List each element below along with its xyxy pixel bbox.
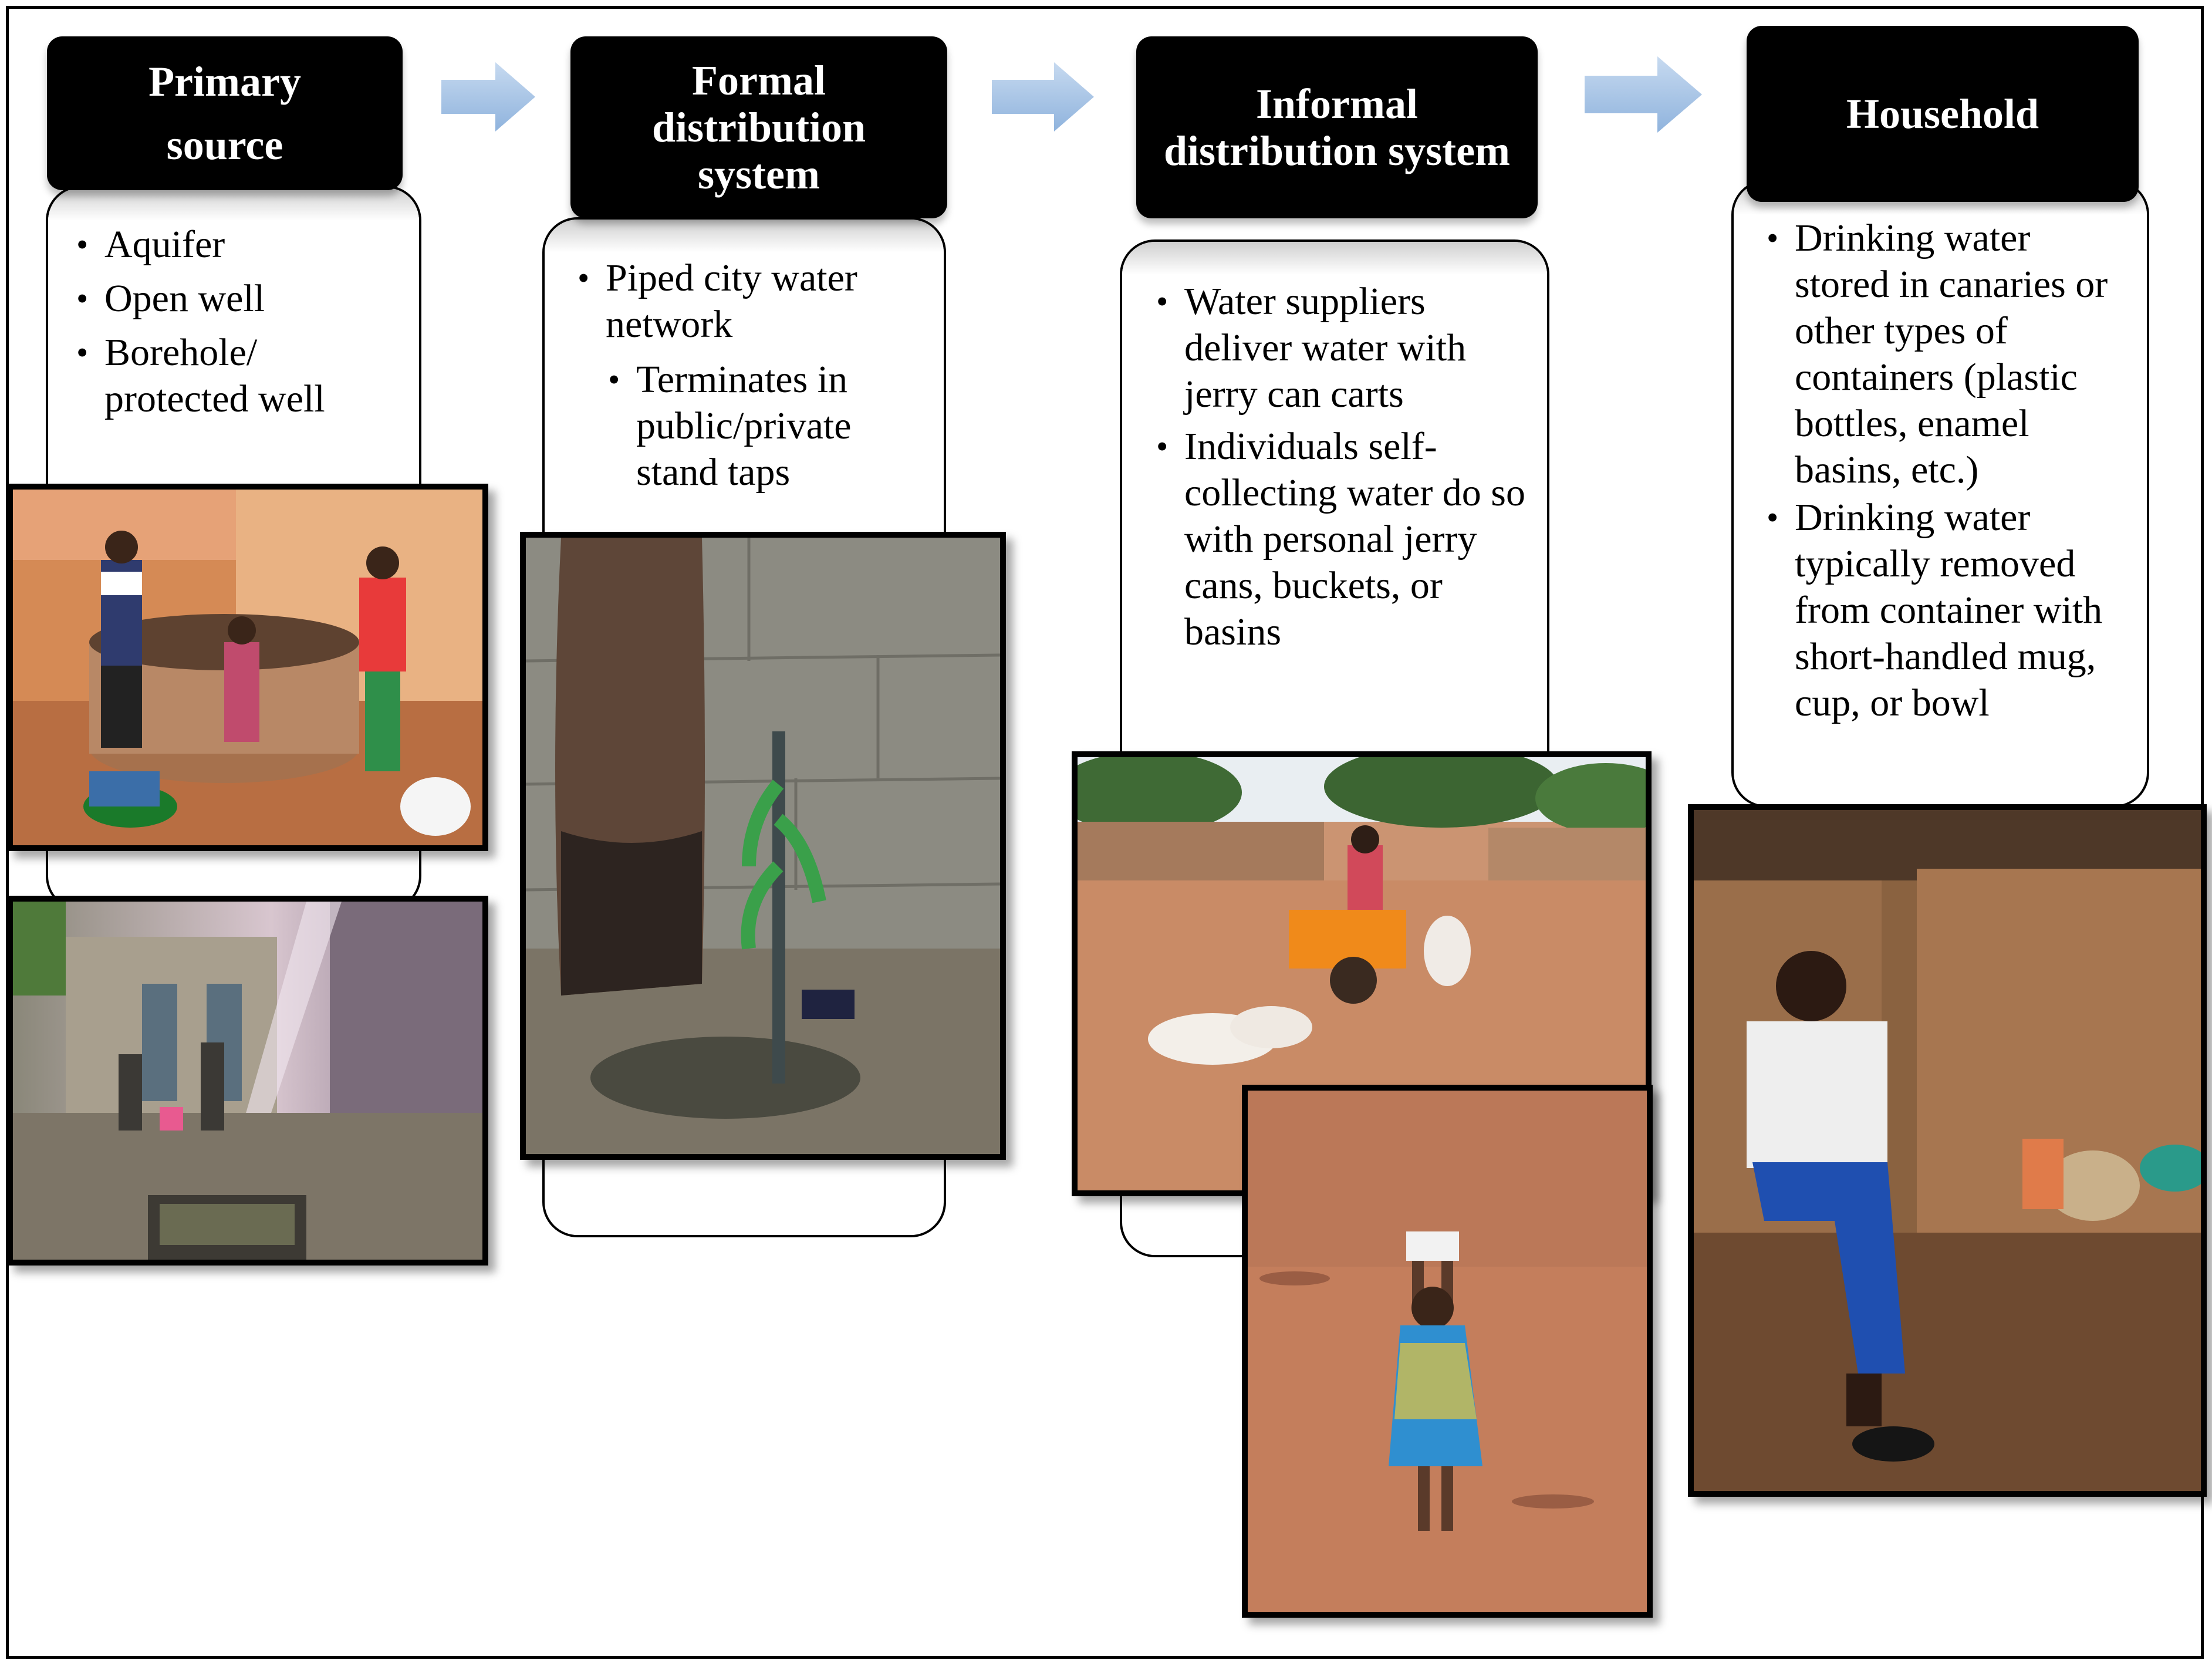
stage-title-line: Formal (692, 57, 826, 104)
stage-title-line: system (698, 151, 820, 198)
arrow-right-icon (992, 62, 1094, 131)
photo-open-well (7, 484, 488, 851)
bullet-list-informal-distribution: Water suppliers deliver water with jerry… (1154, 278, 1541, 655)
stage-title-line: Informal (1256, 80, 1418, 127)
stage-title-line: Household (1846, 90, 2039, 137)
bullet-item: Piped city water network (575, 255, 904, 347)
sub-bullet-item: Terminates in public/private stand taps (606, 356, 906, 495)
photo-child-carrying-water (1242, 1085, 1653, 1618)
stage-header-household: Household (1747, 26, 2139, 202)
bullet-item: Water suppliers deliver water with jerry… (1154, 278, 1513, 417)
photo-stand-tap (520, 532, 1006, 1160)
stage-header-primary-source: Primary source (47, 36, 403, 190)
stage-title-line: distribution system (1163, 127, 1511, 174)
stage-header-formal-distribution: Formal distribution system (570, 36, 947, 218)
stage-header-informal-distribution: Informal distribution system (1136, 36, 1538, 218)
bullet-item: Open well (74, 275, 414, 322)
bullet-list-household: Drinking water stored in canaries or oth… (1764, 215, 2140, 726)
bullet-item: Individuals self-collecting water do so … (1154, 423, 1536, 655)
arrow-right-icon (441, 62, 535, 131)
stage-title-line: Primary (148, 58, 301, 105)
bullet-list-primary-source: Aquifer Open well Borehole/ protected we… (74, 221, 414, 422)
bullet-item: Drinking water typically removed from co… (1764, 494, 2123, 726)
bullet-item: Drinking water stored in canaries or oth… (1764, 215, 2123, 493)
stage-title-line: distribution (651, 104, 866, 151)
photo-household-storage (1688, 804, 2207, 1497)
photo-protected-well (7, 896, 488, 1266)
arrow-right-icon (1585, 56, 1702, 133)
bullet-list-formal-distribution: Piped city water network Terminates in p… (575, 255, 904, 495)
bullet-item: Borehole/ protected well (74, 329, 380, 422)
bullet-item: Aquifer (74, 221, 414, 268)
stage-title-line: source (166, 122, 283, 168)
